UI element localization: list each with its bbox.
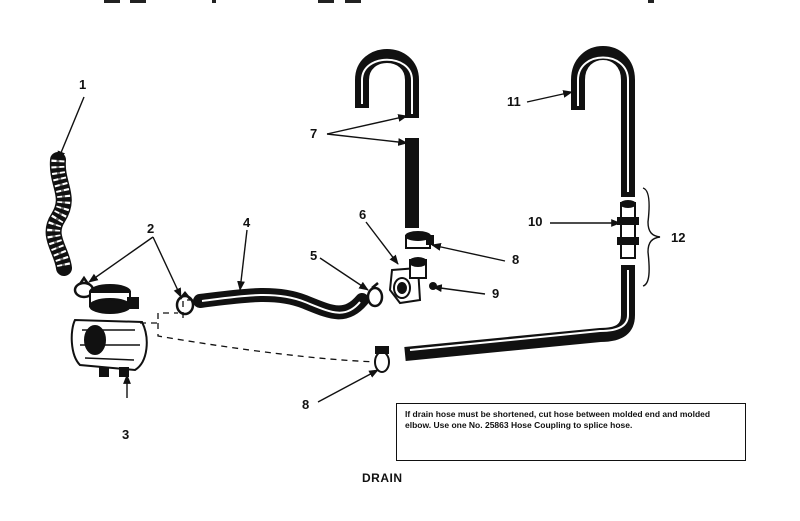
leader-lines [57,90,621,403]
drain-hose-highlight [409,56,629,351]
pump-icon [70,284,148,377]
callout-8-lower: 8 [302,397,310,412]
instruction-note: If drain hose must be shortened, cut hos… [396,403,746,461]
callout-2: 2 [147,221,155,236]
callout-5: 5 [310,248,318,263]
clamp-icon [366,282,384,308]
diagram-caption: DRAIN [362,471,403,485]
clamp-upper-icon [405,231,434,249]
screw-icon [429,282,437,290]
pump-hose-icon [193,288,369,320]
callout-1: 1 [79,77,87,92]
callout-6: 6 [359,207,367,222]
brace-12 [642,187,661,287]
top-crop-marks [104,0,654,3]
callout-11: 11 [507,94,521,109]
elbow-icon [388,257,427,305]
callout-10: 10 [528,214,543,229]
callout-8-upper: 8 [512,252,520,267]
clamp-lower-icon [374,346,390,373]
callout-3: 3 [122,427,130,442]
callout-12: 12 [671,230,686,245]
dashed-routing-line [140,299,379,363]
corrugated-hose-icon [45,152,72,276]
hose-highlight [361,58,413,114]
callout-7: 7 [310,126,318,141]
callout-9: 9 [492,286,500,301]
hose-coupling-icon [617,200,639,259]
drain-hose-u-icon [355,49,419,228]
callout-4: 4 [243,215,251,230]
